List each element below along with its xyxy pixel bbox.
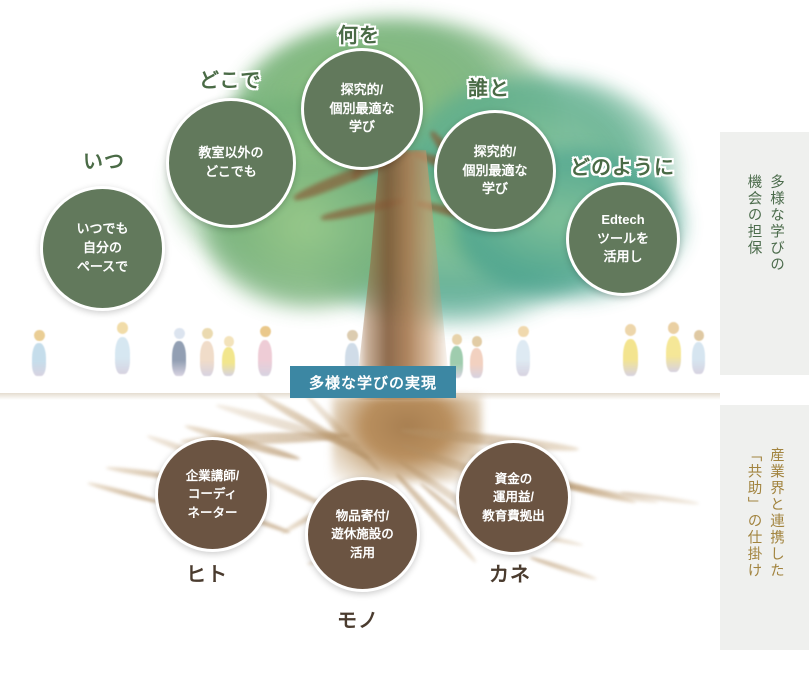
child-figure: [172, 341, 186, 376]
root-strand: [255, 391, 372, 463]
child-figure: [32, 343, 46, 376]
child-head: [668, 322, 680, 334]
bubble-itsu[interactable]: いつでも 自分の ペースで: [40, 186, 165, 311]
child-head: [625, 324, 637, 336]
child-head: [174, 328, 185, 339]
group-label-nanio: 何を: [338, 19, 380, 48]
bubble-nanio[interactable]: 探究的/ 個別最適な 学び: [301, 48, 423, 170]
side-panel-bottom: 産業界と連携した 「共助」の仕掛け: [720, 405, 809, 650]
child-head: [224, 336, 234, 347]
child-head: [472, 336, 482, 347]
child-head: [518, 326, 529, 337]
root-strand: [559, 482, 659, 505]
child-figure: [666, 336, 681, 372]
root-strand: [529, 555, 597, 581]
child-head: [260, 326, 271, 337]
child-head: [117, 322, 129, 334]
center-banner-label: 多様な学びの実現: [309, 372, 437, 393]
group-label-dokode: どこで: [199, 64, 261, 93]
group-label-itsu: いつ: [83, 145, 125, 174]
bubble-donoyouni[interactable]: Edtech ツールを 活用し: [566, 182, 680, 296]
group-label-kane: カネ: [489, 558, 531, 587]
side-panel-bottom-label: 産業界と連携した 「共助」の仕掛け: [742, 447, 787, 579]
child-head: [34, 330, 45, 341]
child-figure: [222, 347, 235, 376]
root-strand: [301, 390, 382, 474]
bubble-mono[interactable]: 物品寄付/ 遊休施設の 活用: [305, 477, 420, 592]
child-head: [202, 328, 213, 339]
root-strand: [87, 481, 161, 505]
center-banner: 多様な学びの実現: [290, 366, 456, 398]
child-figure: [470, 348, 483, 378]
group-label-mono: モノ: [337, 604, 379, 633]
bubble-hito[interactable]: 企業講師/ コーディ ネーター: [155, 437, 270, 552]
child-figure: [200, 341, 214, 376]
side-panel-top: 多様な学びの 機会の担保: [720, 132, 809, 375]
child-figure: [623, 339, 638, 376]
bubble-dareto[interactable]: 探究的/ 個別最適な 学び: [434, 110, 556, 232]
child-figure: [115, 337, 130, 374]
child-head: [452, 334, 462, 345]
group-label-hito: ヒト: [186, 558, 228, 587]
child-head: [347, 330, 358, 341]
child-head: [694, 330, 704, 341]
group-label-dareto: 誰と: [468, 72, 510, 101]
child-figure: [516, 340, 530, 376]
child-figure: [692, 342, 705, 374]
bubble-kane[interactable]: 資金の 運用益/ 教育費拠出: [456, 440, 571, 555]
bubble-dokode[interactable]: 教室以外の どこでも: [166, 98, 296, 228]
group-label-donoyouni: どのように: [570, 151, 675, 180]
side-panel-top-label: 多様な学びの 機会の担保: [742, 174, 787, 273]
child-figure: [258, 340, 272, 376]
root-strand: [620, 490, 700, 506]
